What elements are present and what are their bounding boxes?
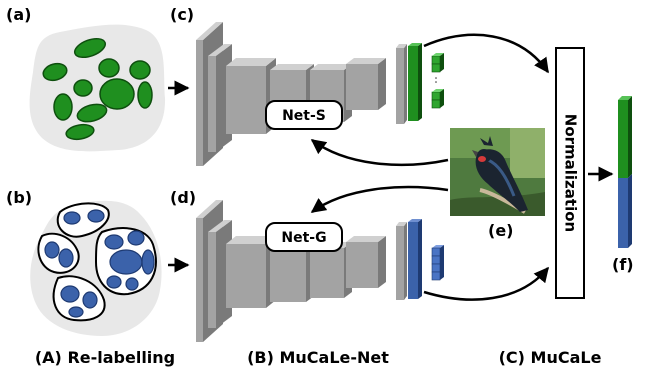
caption-relabelling: (A) Re-labelling [35,348,175,367]
blue-feature-vector-bottom [408,219,422,299]
label-d: (d) [170,188,196,207]
blue-cells [44,209,155,318]
network-top-layers [196,22,407,166]
label-b: (b) [6,188,32,207]
output-vector [618,96,632,248]
blue-small-blocks [431,245,444,281]
network-bottom-layers [196,200,407,342]
green-small-blocks [431,53,444,109]
label-f: (f) [612,255,634,274]
green-cells [42,37,153,141]
net-g-label: Net-G [281,230,326,246]
green-feature-vector-top [408,43,422,121]
arrow-top-to-normalization [423,33,550,74]
label-a: (a) [6,5,31,24]
normalization-label: Normalization [562,114,580,232]
arrow-bottom-to-normalization [423,266,549,301]
arrow-image-to-net-s [310,139,449,167]
relabelling-single-cluster [29,24,166,152]
caption-mucale-net: (B) MuCaLe-Net [247,348,389,367]
caption-mucale: (C) MuCaLe [499,348,602,367]
net-s-label: Net-S [282,108,326,124]
bird-body [475,149,528,212]
label-e: (e) [488,221,513,240]
relabelling-grouped-clusters [30,200,162,336]
arrow-image-to-net-g [310,185,449,214]
bird-image [450,128,545,216]
net-s-box [265,100,343,130]
normalization-box [555,47,585,299]
net-g-box [265,222,343,252]
label-c: (c) [170,5,194,24]
